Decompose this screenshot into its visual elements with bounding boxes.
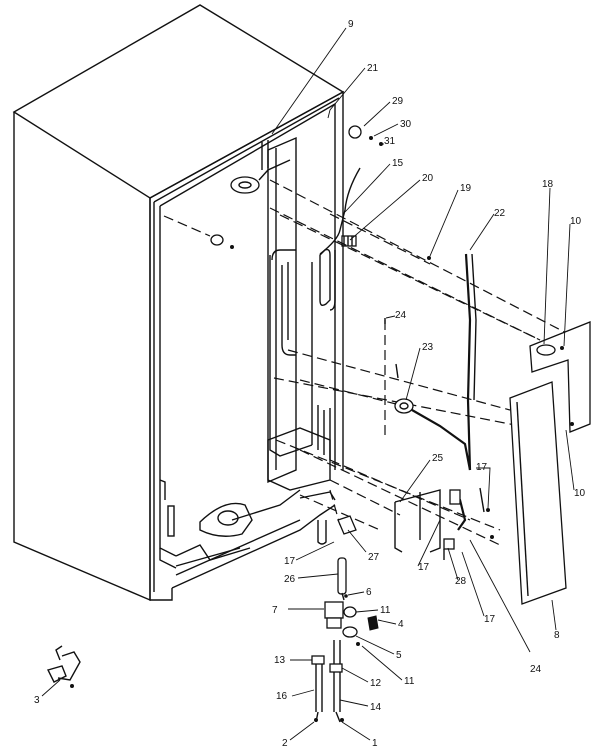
callout-30: 30 [400, 119, 412, 130]
callout-27: 27 [368, 552, 380, 563]
callout-17-d: 17 [484, 614, 496, 625]
callout-11-b: 11 [404, 676, 415, 687]
callout-17-b: 17 [418, 562, 430, 573]
callout-24-upper: 24 [395, 310, 407, 321]
callout-21: 21 [367, 63, 379, 74]
callout-7: 7 [272, 605, 278, 616]
callout-16: 16 [276, 691, 288, 702]
callout-19: 19 [460, 183, 472, 194]
callout-31: 31 [384, 136, 396, 147]
callout-12: 12 [370, 678, 382, 689]
drain-assembly [46, 515, 379, 723]
condenser-coil-assembly [175, 125, 383, 567]
callout-11-a: 11 [380, 605, 391, 616]
callout-4: 4 [398, 619, 404, 630]
back-panel-assembly [384, 253, 591, 605]
callout-23: 23 [422, 342, 434, 353]
callout-14: 14 [370, 702, 382, 713]
callout-22: 22 [494, 208, 506, 219]
callout-20: 20 [422, 173, 434, 184]
callout-26: 26 [284, 574, 296, 585]
callout-1: 1 [372, 738, 378, 749]
callout-25: 25 [432, 453, 444, 464]
callout-17-a: 17 [476, 462, 488, 473]
callout-labels: 9 21 29 30 31 15 20 19 22 18 10 24 23 10… [34, 19, 586, 749]
callout-29: 29 [392, 96, 404, 107]
callout-15: 15 [392, 158, 404, 169]
callout-24-lower: 24 [530, 664, 542, 675]
callout-28: 28 [455, 576, 467, 587]
callout-8: 8 [554, 630, 560, 641]
callout-10-upper: 10 [570, 216, 582, 227]
callout-17-c: 17 [284, 556, 296, 567]
refrigerator-cabinet [12, 4, 345, 602]
callout-6: 6 [366, 587, 372, 598]
callout-9: 9 [348, 19, 354, 30]
callout-5: 5 [396, 650, 402, 661]
callout-13: 13 [274, 655, 286, 666]
callout-10-lower: 10 [574, 488, 586, 499]
callout-18: 18 [542, 179, 554, 190]
callout-leaders [41, 27, 575, 741]
callout-3: 3 [34, 695, 40, 706]
callout-2: 2 [282, 738, 288, 749]
